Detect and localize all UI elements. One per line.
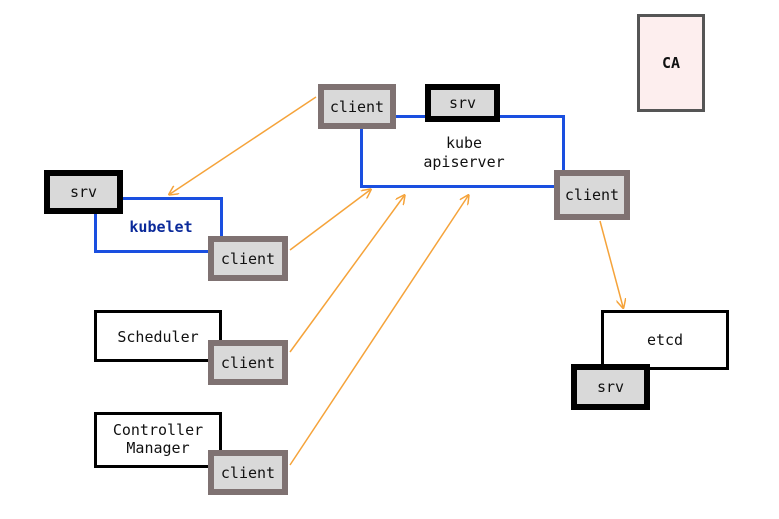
controller-manager-box: Controller Manager (94, 412, 222, 468)
kubelet-srv-box: srv (44, 170, 123, 214)
scheduler-client-label: client (220, 353, 276, 372)
apiserver-client-in-label: client (329, 97, 385, 116)
kubelet-label: kubelet (129, 218, 193, 236)
etcd-label: etcd (646, 331, 684, 349)
kubelet-client-label: client (220, 249, 276, 268)
etcd-box: etcd (601, 310, 729, 370)
controller-manager-label: Controller Manager (112, 421, 204, 457)
apiserver-client-out-label: client (564, 186, 620, 204)
kubelet-srv-label: srv (69, 183, 98, 201)
ca-label: CA (661, 54, 681, 72)
apiserver-client-in-box: client (318, 84, 396, 129)
controller-manager-client-box: client (208, 450, 288, 495)
apiserver-srv-box: srv (425, 84, 500, 122)
scheduler-box: Scheduler (94, 310, 222, 362)
arrow-kubelet-client-to-apiserver (289, 190, 370, 251)
etcd-srv-box: srv (571, 364, 650, 410)
apiserver-client-out-box: client (554, 170, 630, 220)
arrow-apiserver-client-to-kubelet (170, 96, 317, 194)
arrow-apiserver-client-to-etcd (599, 220, 623, 307)
arrow-controller-manager-client-to-apiserver (289, 196, 468, 466)
kubelet-outline (94, 197, 223, 253)
ca-box: CA (637, 14, 705, 112)
etcd-srv-label: srv (596, 378, 625, 396)
arrow-scheduler-client-to-apiserver (289, 196, 404, 353)
apiserver-srv-label: srv (448, 94, 477, 112)
kubelet-client-box: client (208, 236, 288, 281)
scheduler-label: Scheduler (117, 328, 199, 346)
controller-manager-client-label: client (220, 463, 276, 482)
scheduler-client-box: client (208, 340, 288, 385)
apiserver-label: kube apiserver (423, 134, 505, 171)
